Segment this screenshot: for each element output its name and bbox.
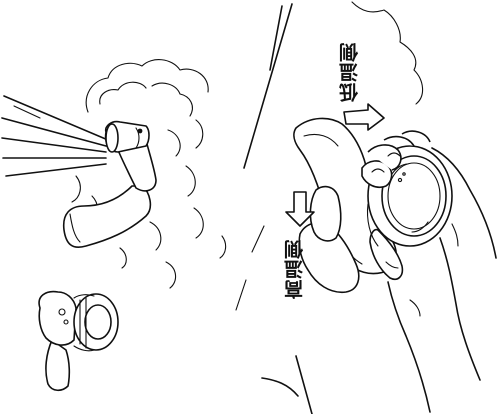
high-temperature-side-label: 高温側 <box>284 239 306 299</box>
rotation-arrow-left <box>285 191 315 227</box>
dial-back-rim <box>366 203 379 247</box>
wall-edge-lines <box>235 3 313 414</box>
thermostatic-dial <box>367 145 453 247</box>
rotation-arrow-top <box>343 103 385 131</box>
hand-gripping-dial <box>361 130 497 413</box>
small-thermostatic-valve <box>38 290 119 392</box>
shower-head <box>62 120 157 248</box>
steam-clouds <box>71 59 227 289</box>
low-temperature-side-label: 低温側 <box>339 42 361 102</box>
shower-spray-lines <box>1 95 109 177</box>
background-cloud-outline <box>351 1 424 105</box>
